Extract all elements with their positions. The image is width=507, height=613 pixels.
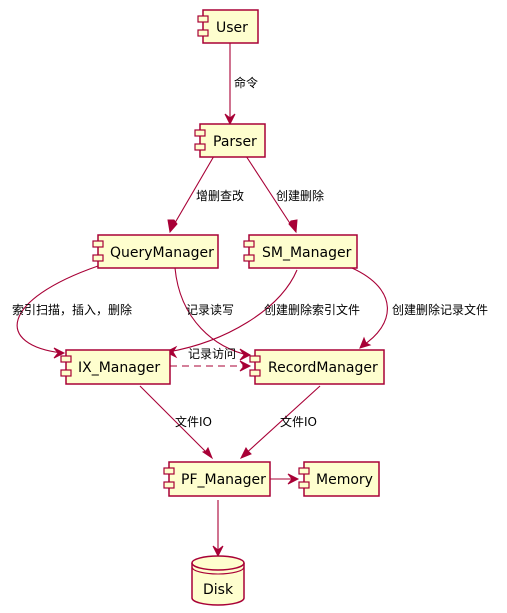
component-pfmanager: PF_Manager — [163, 461, 271, 497]
edge-pfmanager-memory — [270, 473, 300, 485]
component-smmanager: SM_Manager — [243, 234, 358, 269]
component-label-pfmanager: PF_Manager — [181, 472, 266, 488]
edge-parser-smmanager — [245, 155, 298, 234]
edge-labels: 命令 增删查改 创建删除 索引扫描，插入，删除 记录读写 创建删除索引文件 创建… — [12, 75, 488, 429]
edge-user-parser — [224, 43, 236, 126]
edge-label-parser-query: 增删查改 — [196, 189, 244, 203]
edge-recordmanager-pfmanager — [239, 385, 321, 459]
component-recordmanager: RecordManager — [249, 349, 385, 385]
component-label-smmanager: SM_Manager — [262, 245, 352, 261]
component-ixmanager: IX_Manager — [60, 349, 171, 385]
component-querymanager: QueryManager — [92, 234, 219, 269]
component-parser: Parser — [194, 123, 266, 158]
edge-ixmanager-pfmanager — [139, 385, 214, 460]
component-disk: Disk — [191, 555, 245, 606]
edge-ixmanager-recordmanager — [170, 360, 252, 372]
edge-label-query-ix: 索引扫描，插入，删除 — [12, 302, 132, 317]
edge-label-ix-record: 记录访问 — [188, 347, 236, 361]
component-label-parser: Parser — [213, 134, 257, 150]
edge-smmanager-recordmanager — [351, 267, 388, 349]
edge-label-user-parser: 命令 — [234, 75, 258, 90]
component-label-memory: Memory — [316, 472, 373, 488]
edge-label-sm-ix: 创建删除索引文件 — [264, 302, 360, 317]
component-label-disk: Disk — [203, 582, 234, 598]
component-memory: Memory — [298, 461, 380, 497]
component-label-user: User — [216, 20, 248, 36]
edges — [16, 43, 388, 558]
edge-querymanager-recordmanager — [174, 267, 252, 361]
component-user: User — [197, 9, 259, 44]
component-label-querymanager: QueryManager — [110, 245, 214, 261]
edge-parser-querymanager — [167, 155, 215, 234]
component-label-recordmanager: RecordManager — [268, 360, 378, 376]
edge-label-query-record: 记录读写 — [186, 303, 234, 317]
edge-label-record-pf: 文件IO — [280, 414, 317, 429]
edge-label-parser-sm: 创建删除 — [276, 188, 324, 203]
edge-querymanager-ixmanager — [16, 265, 99, 359]
edge-label-sm-record: 创建删除记录文件 — [392, 302, 488, 317]
component-label-ixmanager: IX_Manager — [78, 360, 160, 376]
edge-pfmanager-disk — [212, 500, 224, 558]
edge-label-ix-pf: 文件IO — [175, 414, 212, 429]
